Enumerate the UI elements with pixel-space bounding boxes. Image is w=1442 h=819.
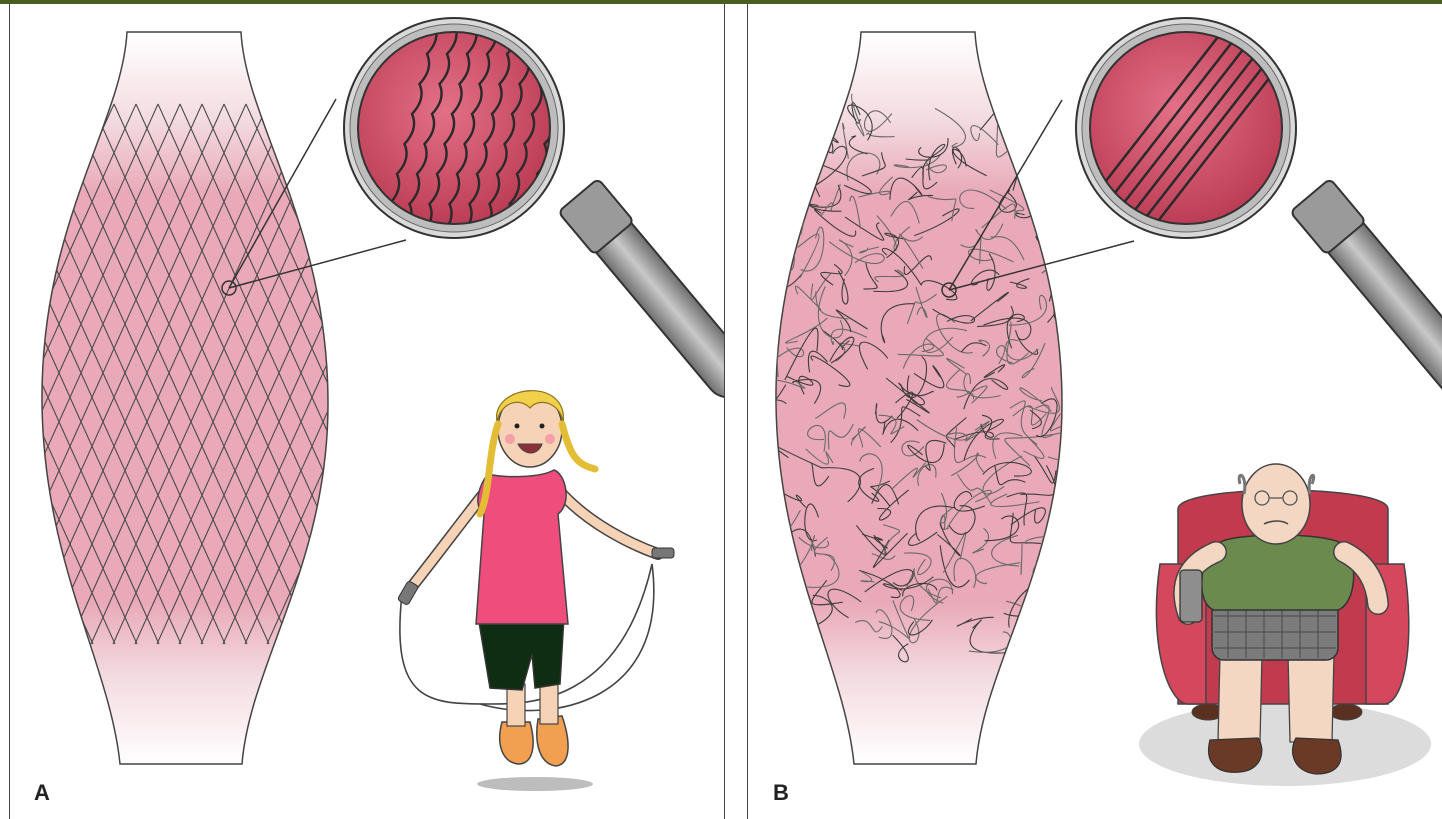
panel-label-b: B [773, 780, 789, 806]
magnifying-glass-icon-a [344, 18, 724, 406]
magnifying-glass-icon-b [1076, 18, 1442, 406]
muscle-belly-b [776, 32, 1062, 764]
panel-label-a: A [34, 780, 50, 806]
panel-b: B [747, 4, 1442, 819]
girl-jumping-rope-figure [397, 391, 674, 791]
panel-a: A [9, 4, 725, 819]
old-man-in-armchair-figure [1139, 464, 1431, 786]
panel-b-illustration [748, 4, 1442, 819]
panel-a-illustration [10, 4, 724, 819]
